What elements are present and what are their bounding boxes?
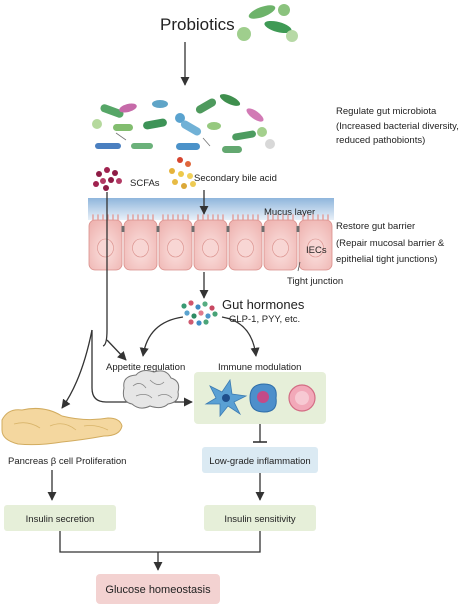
gut-hormones-label: Gut hormones — [222, 297, 305, 312]
tight-junction-marker — [226, 226, 230, 232]
appetite-regulation-label: Appetite regulation — [106, 362, 185, 373]
epithelial-cells — [88, 214, 333, 271]
pancreas-beta-label: Pancreas β cell Proliferation — [8, 456, 126, 467]
epithelial-cell — [123, 214, 158, 271]
arrow-scfas-to-pancreas — [61, 329, 93, 409]
insulin-sensitivity-box — [204, 505, 316, 531]
epithelial-cell — [158, 214, 193, 271]
mucus-layer — [88, 198, 334, 220]
pancreas-icon — [1, 408, 123, 446]
epithelial-cell — [228, 214, 263, 271]
secondary-bile-acid-label: Secondary bile acid — [194, 173, 277, 184]
secondary-bile-acid-icon — [169, 157, 196, 189]
arrow-scfas-to-immune — [91, 330, 193, 407]
merge-connector — [59, 531, 261, 553]
epithelial-cell — [193, 214, 228, 271]
note-barrier-line2: epithelial tight junctions) — [336, 254, 437, 265]
arrow-scfas-to-appetite — [106, 339, 127, 361]
gut-hormones-icon — [181, 300, 218, 326]
dendritic-cell-icon — [204, 378, 248, 418]
gut-microbiota-icon — [92, 94, 275, 153]
tight-junction-marker — [156, 226, 160, 232]
glucose-homeostasis-box — [96, 574, 220, 604]
note-microbiota-line2: reduced pathobionts) — [336, 135, 425, 146]
tight-junction-marker — [296, 226, 300, 232]
note-barrier-title: Restore gut barrier — [336, 221, 415, 232]
insulin-secretion-label: Insulin secretion — [26, 514, 95, 525]
tight-junction-marker — [121, 226, 125, 232]
note-barrier-line1: (Repair mucosal barrier & — [336, 238, 445, 249]
probiotics-title: Probiotics — [160, 15, 235, 34]
low-grade-inflammation-label: Low-grade inflammation — [209, 456, 310, 467]
lymphocyte-cell-icon — [288, 384, 316, 412]
low-grade-inflammation-box — [202, 447, 318, 473]
epithelial-cell — [88, 214, 123, 271]
gut-hormones-examples: GLP-1, PYY, etc. — [229, 314, 300, 325]
iecs-label: IECs — [306, 245, 327, 256]
immune-modulation-label: Immune modulation — [218, 362, 301, 373]
tight-junction-label: Tight junction — [287, 276, 343, 287]
glucose-homeostasis-label: Glucose homeostasis — [105, 584, 211, 596]
tight-junction-pointer — [297, 261, 301, 272]
mucus-layer-label: Mucus layer — [264, 207, 315, 218]
note-microbiota-line1: (Increased bacterial diversity, — [336, 121, 459, 132]
insulin-sensitivity-label: Insulin sensitivity — [224, 514, 296, 525]
note-microbiota-title: Regulate gut microbiota — [336, 106, 437, 117]
epithelial-cell — [298, 214, 333, 271]
brain-icon — [122, 370, 180, 409]
scfas-molecules-icon — [93, 167, 122, 191]
arrow-hormones-to-appetite — [139, 316, 184, 357]
macrophage-cell-icon — [249, 383, 277, 413]
scfas-label: SCFAs — [130, 178, 160, 189]
tight-junction-marker — [261, 226, 265, 232]
insulin-secretion-box — [4, 505, 116, 531]
epithelial-cell — [263, 214, 298, 271]
tight-junction-marker — [191, 226, 195, 232]
probiotic-bacteria-icon — [237, 4, 298, 42]
scfas-pathway-line — [102, 192, 108, 347]
arrow-hormones-to-immune — [221, 316, 260, 357]
